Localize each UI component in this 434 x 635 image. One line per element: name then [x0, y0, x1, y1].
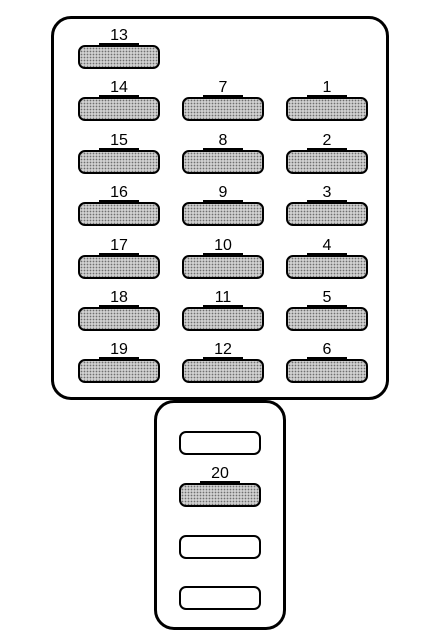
fuse-label-16: 16 — [110, 184, 128, 201]
fuse-label-19: 19 — [110, 341, 128, 358]
fuse-9[interactable] — [182, 202, 264, 226]
label-underline — [203, 357, 243, 359]
fuse-19[interactable] — [78, 359, 160, 383]
fuse-label-9: 9 — [218, 184, 228, 201]
fuse-slot-10: 10 — [178, 237, 268, 279]
fuse-label-13: 13 — [110, 27, 128, 44]
fuse-label-15: 15 — [110, 132, 128, 149]
fuse-slot-11: 11 — [178, 289, 268, 331]
fuse-label-10: 10 — [214, 237, 232, 254]
fuse-20[interactable] — [179, 483, 261, 507]
label-underline — [200, 481, 240, 483]
fuse-16[interactable] — [78, 202, 160, 226]
fuse-5[interactable] — [286, 307, 368, 331]
fuse-slot-17: 17 — [74, 237, 164, 279]
fuse-label-1: 1 — [322, 79, 332, 96]
fuse-1[interactable] — [286, 97, 368, 121]
fuse-slot-empty-top — [175, 414, 265, 455]
fuse-label-4: 4 — [322, 237, 332, 254]
label-underline — [307, 357, 347, 359]
fuse-slot-9: 9 — [178, 184, 268, 226]
label-underline — [307, 95, 347, 97]
fuse-label-7: 7 — [218, 79, 228, 96]
fuse-4[interactable] — [286, 255, 368, 279]
fuse-slot-19: 19 — [74, 341, 164, 383]
fuse-slot-16: 16 — [74, 184, 164, 226]
fuse-slot-empty-middle — [175, 518, 265, 559]
fuse-7[interactable] — [182, 97, 264, 121]
label-underline — [99, 200, 139, 202]
fuse-slot-14: 14 — [74, 79, 164, 121]
fuse-label-12: 12 — [214, 341, 232, 358]
fuse-2[interactable] — [286, 150, 368, 174]
label-underline — [203, 95, 243, 97]
empty-fuse-slot[interactable] — [179, 535, 261, 559]
fuse-18[interactable] — [78, 307, 160, 331]
fuse-slot-6: 6 — [282, 341, 372, 383]
fuse-3[interactable] — [286, 202, 368, 226]
label-underline — [99, 148, 139, 150]
empty-fuse-slot[interactable] — [179, 586, 261, 610]
fuse-slot-3: 3 — [282, 184, 372, 226]
label-underline — [307, 148, 347, 150]
fuse-slot-15: 15 — [74, 132, 164, 174]
fuse-label-5: 5 — [322, 289, 332, 306]
fuse-13[interactable] — [78, 45, 160, 69]
main-fuse-panel: 13 14 15 16 17 18 19 7 8 — [51, 16, 389, 400]
label-underline — [99, 305, 139, 307]
fuse-label-6: 6 — [322, 341, 332, 358]
fuse-8[interactable] — [182, 150, 264, 174]
fuse-slot-2: 2 — [282, 132, 372, 174]
fuse-label-17: 17 — [110, 237, 128, 254]
label-underline — [203, 305, 243, 307]
label-underline — [99, 253, 139, 255]
fuse-label-14: 14 — [110, 79, 128, 96]
fuse-12[interactable] — [182, 359, 264, 383]
fuse-label-8: 8 — [218, 132, 228, 149]
label-underline — [203, 200, 243, 202]
fuse-label-18: 18 — [110, 289, 128, 306]
secondary-fuse-panel: 20 — [154, 400, 286, 630]
fuse-11[interactable] — [182, 307, 264, 331]
label-underline — [307, 200, 347, 202]
label-underline — [307, 305, 347, 307]
fuse-slot-7: 7 — [178, 79, 268, 121]
empty-fuse-slot[interactable] — [179, 431, 261, 455]
fuse-label-2: 2 — [322, 132, 332, 149]
fuse-label-11: 11 — [214, 289, 232, 306]
fuse-10[interactable] — [182, 255, 264, 279]
label-underline — [99, 357, 139, 359]
fuse-slot-18: 18 — [74, 289, 164, 331]
fuse-slot-20: 20 — [175, 465, 265, 507]
label-underline — [99, 43, 139, 45]
label-underline — [99, 95, 139, 97]
fuse-slot-13: 13 — [74, 27, 164, 69]
fuse-slot-8: 8 — [178, 132, 268, 174]
fuse-label-3: 3 — [322, 184, 332, 201]
fuse-label-20: 20 — [211, 465, 229, 482]
fuse-slot-5: 5 — [282, 289, 372, 331]
label-underline — [307, 253, 347, 255]
label-underline — [203, 148, 243, 150]
fuse-slot-4: 4 — [282, 237, 372, 279]
fuse-14[interactable] — [78, 97, 160, 121]
fuse-6[interactable] — [286, 359, 368, 383]
fuse-slot-12: 12 — [178, 341, 268, 383]
label-underline — [203, 253, 243, 255]
fuse-15[interactable] — [78, 150, 160, 174]
fuse-slot-empty-bottom — [175, 569, 265, 610]
fuse-slot-1: 1 — [282, 79, 372, 121]
fuse-17[interactable] — [78, 255, 160, 279]
